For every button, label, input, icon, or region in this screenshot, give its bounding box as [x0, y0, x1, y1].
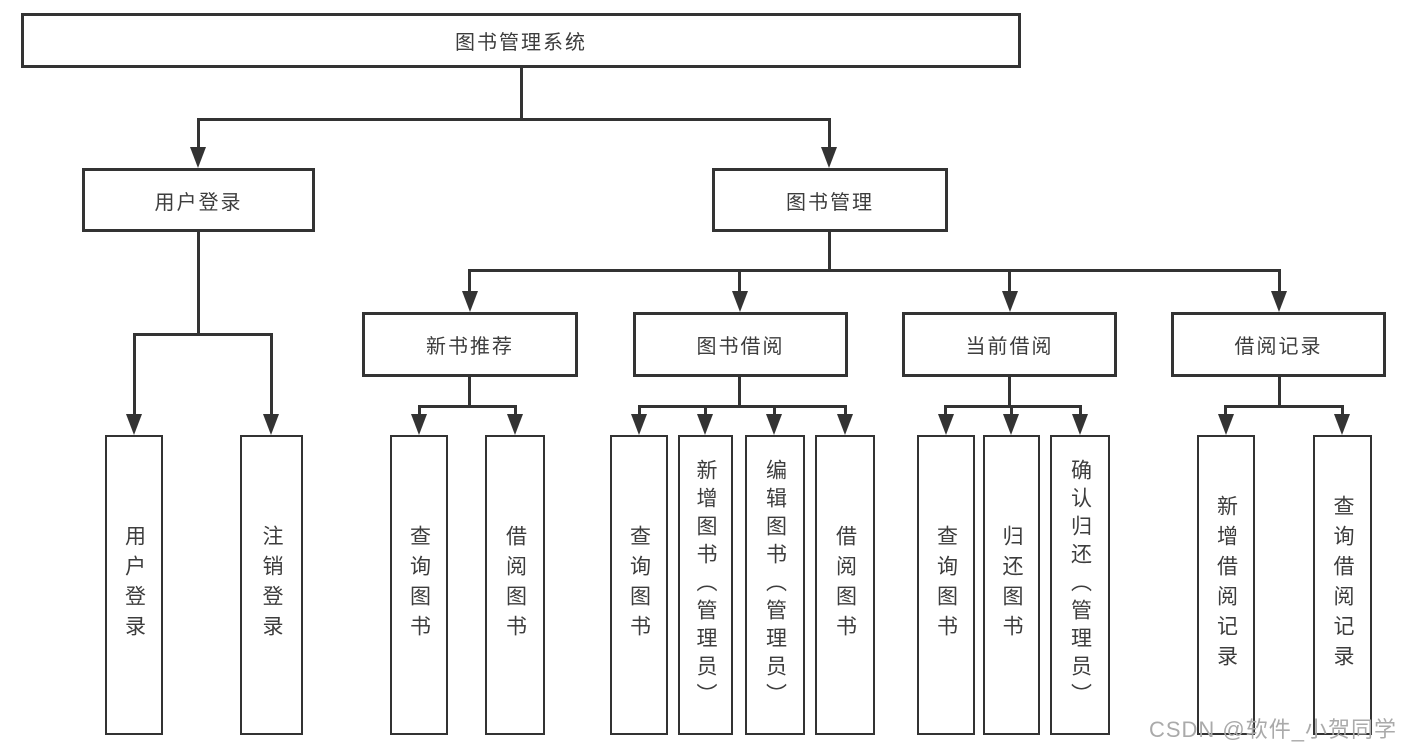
leaf-recommend-borrow-books: 借阅图书 [485, 435, 545, 735]
leaf-user-login-label: 用户登录 [122, 525, 146, 645]
connector-borrowing-rail [638, 405, 847, 408]
arrow-down-icon [697, 414, 713, 435]
connector-leaf-drop [1224, 405, 1227, 417]
leaf-borrowing-query-books-label: 查询图书 [627, 525, 651, 645]
leaf-return-books: 归还图书 [983, 435, 1040, 735]
connector-root-stem [520, 68, 523, 121]
leaf-add-borrow-record-label: 新增借阅记录 [1214, 495, 1238, 675]
arrow-down-icon [1072, 414, 1088, 435]
connector-level3-rail [468, 269, 1281, 272]
connector-level3-drop [1278, 269, 1281, 293]
connector-leaf-drop [1010, 405, 1013, 417]
leaf-recommend-borrow-books-label: 借阅图书 [503, 525, 527, 645]
connector-current-stem [1008, 377, 1011, 408]
connector-user-login-rail [133, 333, 273, 336]
connector-leaf-drop [773, 405, 776, 417]
arrow-down-icon [1002, 291, 1018, 312]
leaf-query-borrow-record-label: 查询借阅记录 [1331, 495, 1355, 675]
node-book-management: 图书管理 [712, 168, 948, 232]
arrow-down-icon [263, 414, 279, 435]
leaf-edit-book-admin-label: 编辑图书（管理员） [763, 459, 787, 711]
leaf-confirm-return-admin: 确认归还（管理员） [1050, 435, 1110, 735]
connector-recommend-stem [468, 377, 471, 408]
leaf-edit-book-admin: 编辑图书（管理员） [745, 435, 805, 735]
connector-leaf-drop [844, 405, 847, 417]
arrow-down-icon [1271, 291, 1287, 312]
node-borrow-records-label: 借阅记录 [1234, 336, 1323, 358]
leaf-current-query-books: 查询图书 [917, 435, 975, 735]
arrow-down-icon [821, 147, 837, 168]
connector-leaf-drop [704, 405, 707, 417]
arrow-down-icon [1218, 414, 1234, 435]
connector-level3-drop [468, 269, 471, 293]
leaf-add-book-admin-label: 新增图书（管理员） [694, 459, 718, 711]
connector-records-stem [1278, 377, 1281, 408]
arrow-down-icon [766, 414, 782, 435]
leaf-recommend-query-books-label: 查询图书 [407, 525, 431, 645]
leaf-return-books-label: 归还图书 [1000, 525, 1024, 645]
leaf-recommend-query-books: 查询图书 [390, 435, 448, 735]
leaf-query-borrow-record: 查询借阅记录 [1313, 435, 1372, 735]
connector-records-rail [1224, 405, 1344, 408]
connector-current-rail [944, 405, 1082, 408]
arrow-down-icon [126, 414, 142, 435]
connector-level3-drop [738, 269, 741, 293]
leaf-borrowing-query-books: 查询图书 [610, 435, 668, 735]
node-new-book-recommend: 新书推荐 [362, 312, 578, 377]
node-current-borrowing-label: 当前借阅 [965, 336, 1054, 358]
arrow-down-icon [190, 147, 206, 168]
leaf-add-borrow-record: 新增借阅记录 [1197, 435, 1255, 735]
connector-leaf-drop [638, 405, 641, 417]
connector-book-management-stem [828, 232, 831, 272]
arrow-down-icon [1003, 414, 1019, 435]
connector-book-management-drop [828, 118, 831, 150]
arrow-down-icon [732, 291, 748, 312]
arrow-down-icon [507, 414, 523, 435]
connector-leaf-drop [514, 405, 517, 417]
connector-level2-rail [197, 118, 831, 121]
connector-user-login-stem [197, 232, 200, 336]
arrow-down-icon [631, 414, 647, 435]
connector-leaf-drop [133, 333, 136, 416]
node-user-login: 用户登录 [82, 168, 315, 232]
leaf-current-query-books-label: 查询图书 [934, 525, 958, 645]
leaf-logout: 注销登录 [240, 435, 303, 735]
leaf-add-book-admin: 新增图书（管理员） [678, 435, 733, 735]
connector-leaf-drop [1079, 405, 1082, 417]
connector-leaf-drop [1341, 405, 1344, 417]
arrow-down-icon [462, 291, 478, 312]
node-user-login-label: 用户登录 [154, 191, 243, 214]
connector-level3-drop [1008, 269, 1011, 293]
leaf-confirm-return-admin-label: 确认归还（管理员） [1068, 459, 1092, 711]
connector-leaf-drop [418, 405, 421, 417]
connector-borrowing-stem [738, 377, 741, 408]
watermark: CSDN @软件_小贺同学 [1148, 717, 1397, 742]
node-book-management-label: 图书管理 [786, 191, 874, 214]
leaf-borrowing-borrow-books-label: 借阅图书 [833, 525, 857, 645]
connector-user-login-drop [197, 118, 200, 150]
node-new-book-recommend-label: 新书推荐 [426, 336, 514, 358]
leaf-borrowing-borrow-books: 借阅图书 [815, 435, 875, 735]
arrow-down-icon [837, 414, 853, 435]
node-book-borrowing-label: 图书借阅 [696, 336, 785, 358]
node-root-label: 图书管理系统 [455, 32, 587, 54]
connector-leaf-drop [944, 405, 947, 417]
arrow-down-icon [1334, 414, 1350, 435]
node-root: 图书管理系统 [21, 13, 1021, 68]
arrow-down-icon [938, 414, 954, 435]
leaf-user-login: 用户登录 [105, 435, 163, 735]
node-book-borrowing: 图书借阅 [633, 312, 848, 377]
leaf-logout-label: 注销登录 [260, 525, 284, 645]
node-current-borrowing: 当前借阅 [902, 312, 1117, 377]
arrow-down-icon [411, 414, 427, 435]
connector-recommend-rail [418, 405, 517, 408]
connector-leaf-drop [270, 333, 273, 416]
node-borrow-records: 借阅记录 [1171, 312, 1386, 377]
